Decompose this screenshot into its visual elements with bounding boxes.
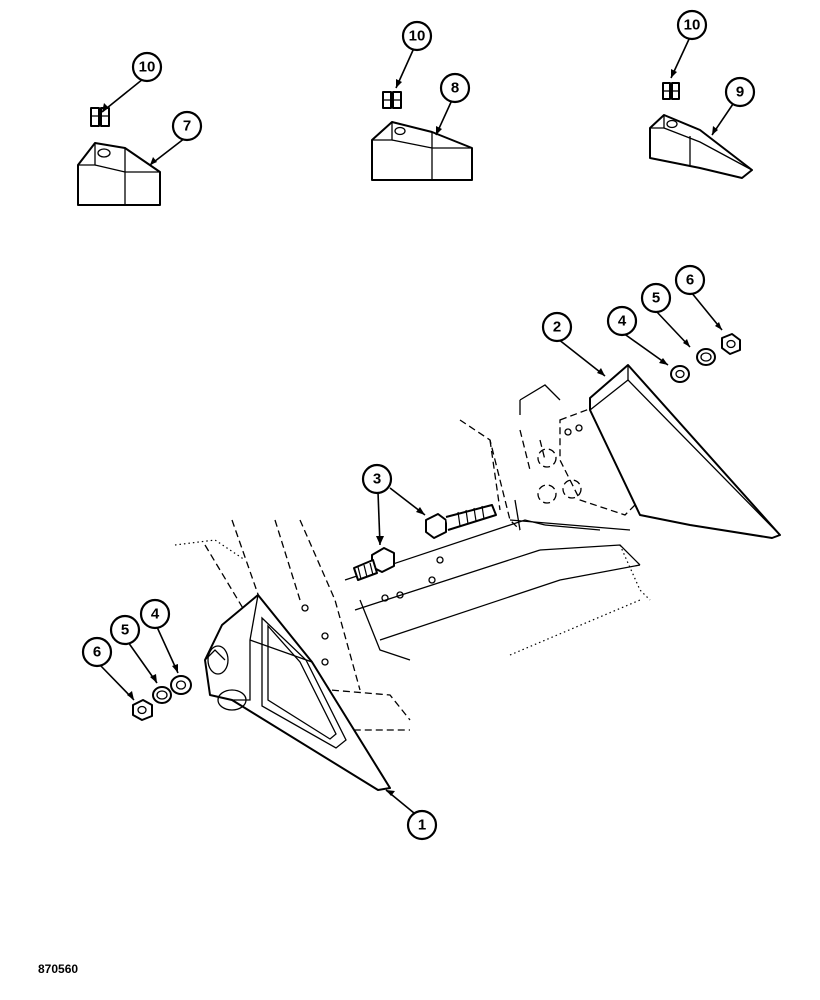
callout-10-right: 10	[676, 9, 708, 41]
washer-4-right	[670, 365, 690, 383]
lock-washer-5-right	[696, 348, 716, 366]
callout-1-label: 1	[418, 817, 426, 834]
callout-1: 1	[406, 809, 438, 841]
callout-6-right-label: 6	[686, 272, 694, 289]
tooth-9	[649, 114, 753, 179]
retainer-clip-right	[662, 82, 680, 100]
lock-washer-5-left	[152, 686, 172, 704]
callout-3: 3	[361, 463, 393, 495]
callout-5-right-label: 5	[652, 290, 660, 307]
washer-4-left	[170, 675, 192, 695]
callout-10-left-label: 10	[139, 59, 156, 76]
callout-10-left: 10	[131, 51, 163, 83]
callout-2-label: 2	[553, 319, 561, 336]
callout-6-right: 6	[674, 264, 706, 296]
callout-7: 7	[171, 110, 203, 142]
callout-10-center-label: 10	[409, 28, 426, 45]
retainer-clip-center	[382, 91, 402, 109]
callout-2: 2	[541, 311, 573, 343]
callout-10-right-label: 10	[684, 17, 701, 34]
tooth-7	[77, 142, 161, 206]
callout-5-right: 5	[640, 282, 672, 314]
callout-7-label: 7	[183, 118, 191, 135]
bolt-upper	[425, 504, 497, 539]
corner-adapter-right	[589, 364, 781, 539]
callout-9-label: 9	[736, 84, 744, 101]
leader-arrowheads	[102, 69, 722, 796]
nut-6-left	[132, 699, 153, 721]
callout-9: 9	[724, 76, 756, 108]
callout-5-left-label: 5	[121, 622, 129, 639]
bucket-outline	[174, 384, 651, 731]
callout-6-left: 6	[81, 636, 113, 668]
retainer-clip-left	[90, 107, 110, 127]
callout-6-left-label: 6	[93, 644, 101, 661]
figure-number: 870560	[38, 962, 79, 976]
tooth-8	[371, 121, 473, 181]
callout-10-center: 10	[401, 20, 433, 52]
callout-4-right-label: 4	[618, 313, 627, 330]
callout-8: 8	[439, 72, 471, 104]
bolt-lower	[353, 547, 395, 581]
callout-4-left-label: 4	[151, 606, 160, 623]
nut-6-right	[721, 333, 741, 355]
callout-8-label: 8	[451, 80, 459, 97]
corner-adapter-left	[204, 594, 391, 791]
callout-4-right: 4	[606, 305, 638, 337]
callout-3-label: 3	[373, 471, 381, 488]
callout-5-left: 5	[109, 614, 141, 646]
callout-4-left: 4	[139, 598, 171, 630]
